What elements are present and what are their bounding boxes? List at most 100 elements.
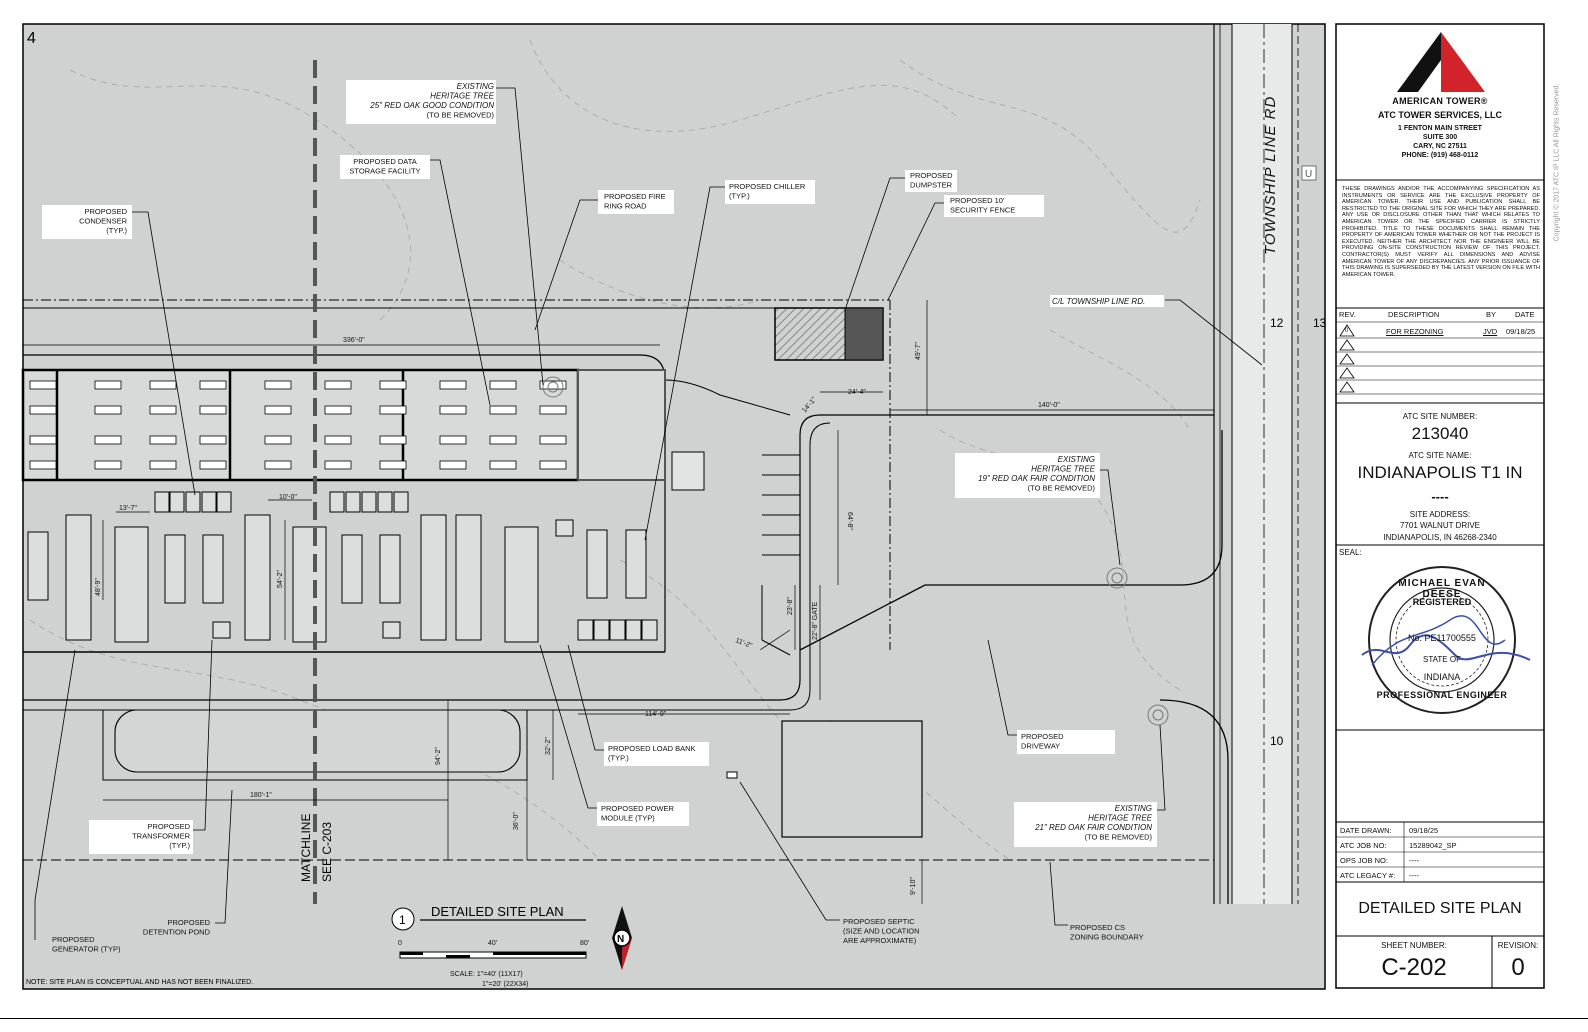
server-rack	[94, 405, 122, 415]
dimension-49: 49'-7"	[915, 342, 922, 360]
transformer-pad	[382, 621, 401, 639]
generator-unit	[244, 514, 271, 641]
rev-header-rev: REV.	[1339, 310, 1356, 319]
callout-zoning-line-2: ZONING BOUNDARY	[1070, 933, 1144, 942]
callout-tree-mid-line-3: 19" RED OAK FAIR CONDITION	[978, 474, 1095, 483]
server-rack	[379, 460, 407, 470]
heritage-trees	[542, 376, 1169, 726]
server-rack	[324, 380, 352, 390]
callout-tree-top-line-2: HERITAGE TREE	[430, 92, 495, 101]
server-rack	[199, 435, 227, 445]
contour-lines	[29, 39, 1201, 861]
north-arrow-icon: N	[612, 906, 632, 970]
server-rack	[264, 405, 292, 415]
callout-detention-line-1: PROPOSED	[167, 918, 210, 927]
server-rack	[539, 405, 567, 415]
seal-state-of: STATE OF	[1423, 655, 1461, 664]
server-rack	[439, 405, 467, 415]
callout-chiller-line-1: PROPOSED CHILLER	[729, 182, 806, 191]
server-rack	[324, 405, 352, 415]
callout-power-module-line-1: PROPOSED POWER	[601, 804, 675, 813]
rev-row-0-by: JVD	[1483, 327, 1498, 336]
server-rack	[149, 405, 177, 415]
server-rack	[379, 435, 407, 445]
load-bank	[27, 531, 49, 601]
server-rack	[94, 460, 122, 470]
septic-area	[781, 720, 923, 838]
sheet-number: C-202	[1381, 954, 1447, 981]
server-rack	[149, 435, 177, 445]
dimension-48: 48'-9"	[95, 578, 102, 596]
info-legacy-label: ATC LEGACY #:	[1340, 871, 1396, 880]
road-name-label: TOWNSHIP LINE RD	[1262, 96, 1279, 255]
server-rack	[29, 380, 57, 390]
detention-pond	[114, 709, 521, 773]
seal-state: INDIANA	[1423, 672, 1461, 682]
info-atc-job-value: 15289042_SP	[1409, 841, 1457, 850]
callout-load-bank-line-2: (TYP.)	[608, 754, 629, 763]
server-rack	[539, 460, 567, 470]
callout-tree-top-line-3: 25" RED OAK GOOD CONDITION	[369, 101, 494, 110]
rev-row-0-number: 0	[1345, 328, 1349, 334]
server-rack	[199, 380, 227, 390]
scale-label-0: 0	[398, 940, 402, 947]
server-rack	[29, 405, 57, 415]
info-ops-job-label: OPS JOB NO:	[1340, 856, 1388, 865]
server-rack	[324, 460, 352, 470]
road-station-12: 12	[1270, 316, 1284, 330]
site-number-label: ATC SITE NUMBER:	[1402, 412, 1478, 421]
company-address: 1 FENTON MAIN STREET SUITE 300 CARY, NC …	[1336, 124, 1544, 160]
dimension-10: 10'-0"	[279, 494, 297, 501]
load-bank	[586, 529, 608, 599]
dimension-9: 9'-10"	[910, 877, 917, 895]
callout-septic-line-1: PROPOSED SEPTIC	[843, 917, 915, 926]
transformer-unit	[641, 619, 658, 641]
detail-number: 1	[399, 913, 406, 927]
scale-text-22x34: 1"=20' (22X34)	[482, 981, 528, 988]
callout-tree-top-line-4: (TO BE REMOVED)	[427, 111, 495, 120]
callout-tree-bottom-line-3: 21" RED OAK FAIR CONDITION	[1034, 823, 1152, 832]
server-rack	[324, 435, 352, 445]
server-rack	[199, 460, 227, 470]
transformer-unit	[593, 619, 610, 641]
seal-license-number: No. PE11700555	[1408, 633, 1476, 643]
road-station-10: 10	[1270, 734, 1284, 748]
condenser-unit	[361, 491, 377, 513]
detail-bubble	[391, 907, 415, 931]
dimension-180: 180'-1"	[250, 792, 272, 799]
drawing-frame	[22, 23, 1326, 990]
generator-unit	[455, 514, 482, 641]
road-station-13: 13	[1313, 316, 1327, 330]
dimension-140: 140'-0"	[1038, 402, 1060, 409]
bottom-rule	[0, 1018, 1588, 1019]
revision-triangles	[1339, 324, 1355, 393]
callout-data-storage-line-1: PROPOSED DATA	[353, 157, 416, 166]
rev-header-description: DESCRIPTION	[1388, 310, 1440, 319]
server-rack	[264, 380, 292, 390]
callout-fire-road-line-1: PROPOSED FIRE	[604, 192, 666, 201]
transformer-unit	[577, 619, 594, 641]
accessible-parking	[671, 451, 705, 491]
info-ops-job-value: ----	[1409, 856, 1419, 865]
revision-number: 0	[1511, 954, 1525, 981]
callout-fire-road-line-2: RING ROAD	[604, 202, 647, 211]
transformer-unit	[625, 619, 642, 641]
condenser-unit	[216, 491, 232, 513]
address-line-3: CARY, NC 27511	[1413, 143, 1467, 150]
rev-row-0-description: FOR REZONING	[1386, 327, 1444, 336]
server-rack	[439, 380, 467, 390]
info-atc-job-label: ATC JOB NO:	[1340, 841, 1387, 850]
callout-dumpster-line-1: PROPOSED	[910, 171, 953, 180]
power-module	[504, 526, 539, 643]
server-rack	[489, 380, 517, 390]
north-letter: N	[617, 934, 624, 945]
callout-chiller-line-2: (TYP.)	[729, 192, 750, 201]
callout-tree-top-line-1: EXISTING	[457, 82, 494, 91]
server-rack	[149, 460, 177, 470]
seal-professional: PROFESSIONAL ENGINEER	[1376, 690, 1508, 700]
transformer-unit	[609, 619, 626, 641]
power-module	[114, 526, 149, 643]
site-name-sub: ----	[1431, 489, 1449, 504]
callout-driveway-line-2: DRIVEWAY	[1021, 742, 1060, 751]
road-marker: U	[1305, 169, 1312, 180]
